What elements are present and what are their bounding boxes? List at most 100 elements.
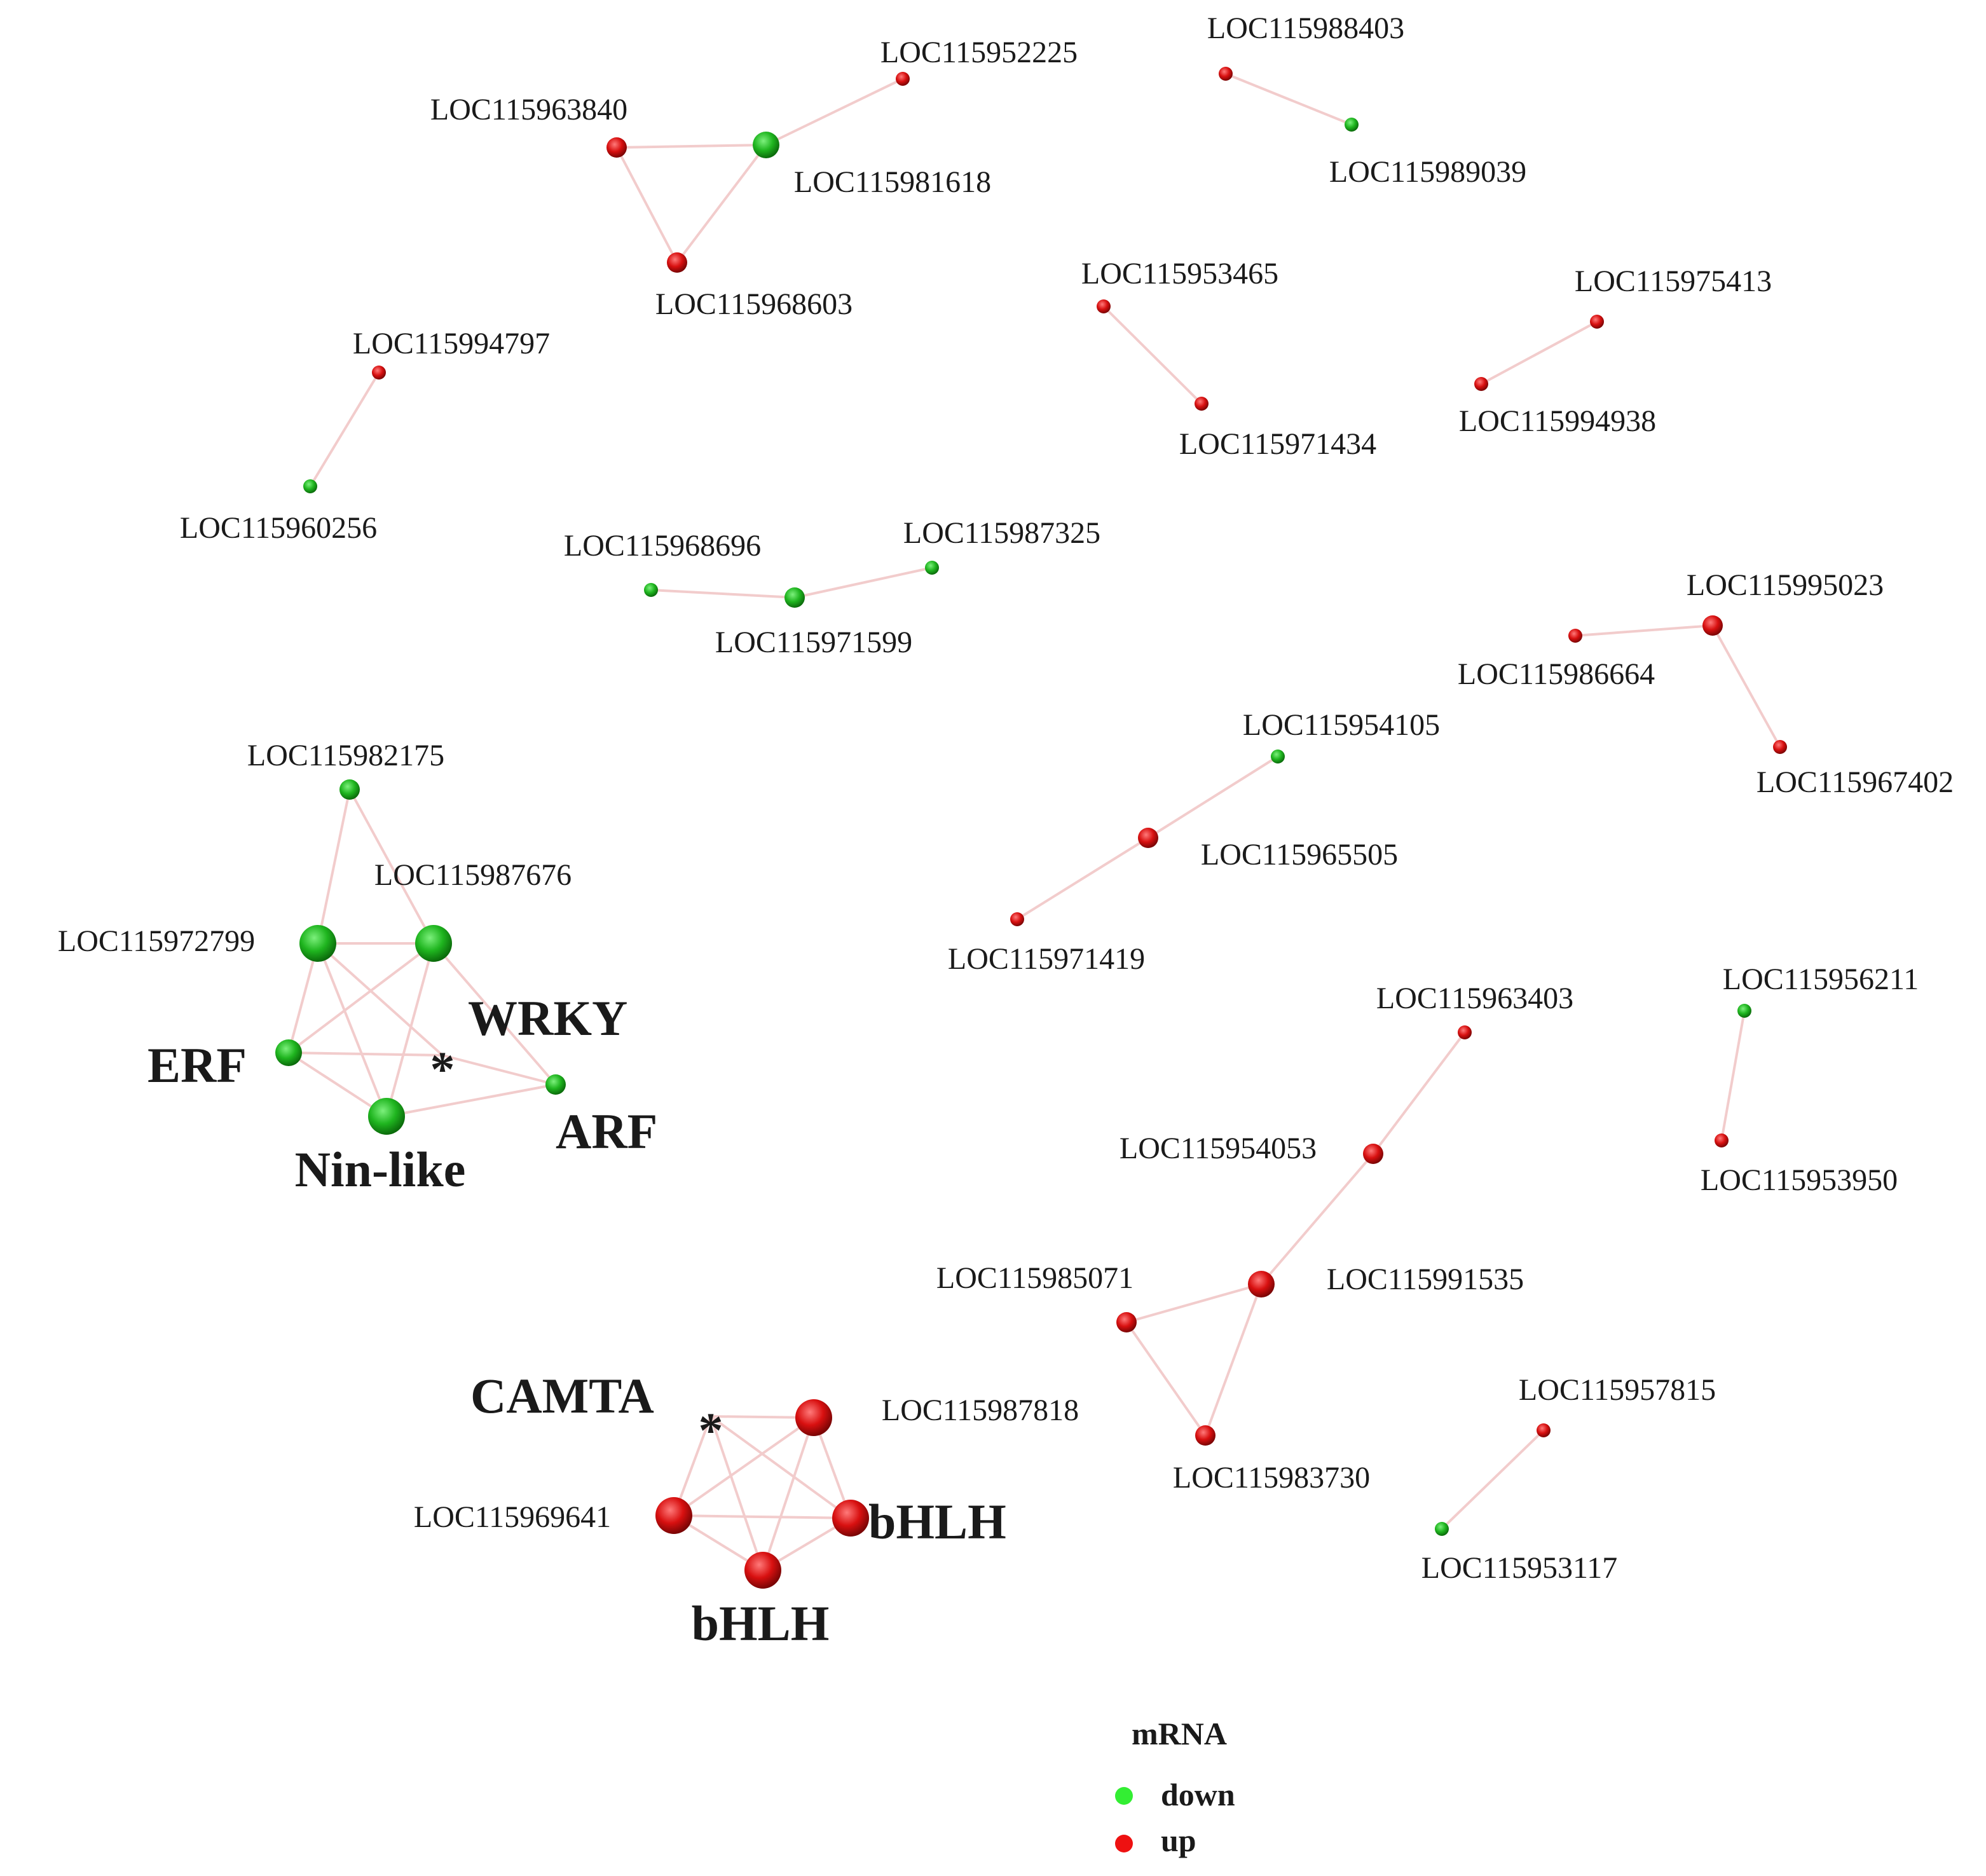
node-up-n39[interactable] — [795, 1399, 832, 1436]
node-up-n5[interactable] — [1219, 67, 1233, 81]
node-down-n27[interactable] — [545, 1074, 566, 1095]
edge-n17-n16 — [1575, 624, 1713, 637]
edge-n25-n26 — [288, 1051, 443, 1057]
edge-n9-n10 — [1102, 305, 1203, 405]
edge-n1-n4 — [615, 147, 678, 263]
node-label: bHLH — [868, 1494, 1006, 1549]
node-up-n41[interactable] — [832, 1500, 869, 1537]
legend: mRNA down up — [1115, 1716, 1235, 1858]
edge-n39-n40 — [673, 1416, 815, 1517]
node-down-n37[interactable] — [1435, 1522, 1449, 1536]
node-label: LOC115967402 — [1757, 765, 1954, 799]
node-down-n34[interactable] — [1737, 1004, 1751, 1018]
node-down-n28[interactable] — [368, 1098, 405, 1135]
edge-n14-n15 — [794, 566, 933, 599]
node-up-n7[interactable] — [372, 366, 386, 380]
node-label: LOC115983730 — [1173, 1461, 1370, 1495]
edge-n22-n23 — [348, 789, 435, 944]
legend-swatch-up — [1115, 1835, 1133, 1852]
node-up-n29[interactable] — [1458, 1025, 1472, 1039]
node-label: LOC115956211 — [1723, 962, 1919, 996]
node-up-n9[interactable] — [1097, 299, 1111, 313]
edge-n2-n3 — [765, 78, 903, 146]
edge-n24-n26 — [317, 942, 444, 1057]
edge-n39-n42 — [762, 1417, 815, 1571]
node-up-n17[interactable] — [1568, 629, 1582, 643]
node-up-n35[interactable] — [1715, 1133, 1729, 1147]
legend-label-down: down — [1161, 1777, 1235, 1812]
node-label: LOC115972799 — [58, 924, 255, 958]
node-label: LOC115965505 — [1201, 838, 1398, 872]
edge-n23-n25 — [287, 942, 435, 1054]
node-down-n24[interactable] — [299, 925, 336, 962]
node-label: LOC115971599 — [715, 626, 912, 659]
node-down-n19[interactable] — [1271, 750, 1285, 763]
node-down-n8[interactable] — [303, 479, 317, 493]
node-up-n40[interactable] — [655, 1497, 692, 1534]
node-down-n2[interactable] — [753, 132, 779, 158]
node-label: LOC115968696 — [564, 529, 761, 563]
legend-title: mRNA — [1132, 1716, 1227, 1751]
node-label: LOC115952225 — [880, 36, 1078, 69]
node-down-n15[interactable] — [925, 561, 939, 575]
node-label: LOC115963403 — [1376, 982, 1573, 1015]
node-label: LOC115953117 — [1421, 1551, 1617, 1585]
node-label: LOC115954105 — [1243, 708, 1440, 742]
node-label: LOC115953950 — [1701, 1163, 1898, 1197]
node-label: LOC115953465 — [1081, 257, 1278, 291]
node-up-n31[interactable] — [1248, 1271, 1275, 1297]
node-label: LOC115968603 — [655, 287, 853, 321]
edge-n24-n28 — [317, 943, 388, 1117]
node-down-n6[interactable] — [1345, 118, 1359, 132]
node-down-n13[interactable] — [644, 583, 658, 597]
edge-n28-n27 — [386, 1083, 556, 1118]
edge-n31-n33 — [1204, 1284, 1263, 1436]
edge-n13-n14 — [650, 589, 795, 599]
edge-n25-n28 — [287, 1051, 388, 1118]
node-up-n20[interactable] — [1138, 828, 1158, 848]
edge-n23-n27 — [432, 942, 557, 1086]
node-up-n11[interactable] — [1590, 315, 1604, 329]
node-up-n36[interactable] — [1537, 1423, 1551, 1437]
node-label: LOC115969641 — [414, 1500, 611, 1534]
node-down-n23[interactable] — [415, 925, 452, 962]
edge-n29-n30 — [1372, 1031, 1466, 1155]
node-up-n18[interactable] — [1773, 740, 1787, 754]
edge-n26-n27 — [442, 1054, 556, 1086]
node-label: LOC115989039 — [1329, 155, 1526, 189]
edge-n30-n31 — [1260, 1153, 1374, 1285]
node-up-n21[interactable] — [1010, 912, 1024, 926]
node-down-n25[interactable] — [275, 1039, 302, 1066]
star-node-camta: * — [699, 1402, 723, 1458]
edge-n24-n25 — [287, 943, 319, 1053]
node-up-n1[interactable] — [606, 137, 627, 158]
node-label: LOC115991535 — [1327, 1263, 1524, 1296]
label-layer: LOC115963840LOC115981618LOC115952225LOC1… — [58, 11, 1954, 1651]
node-label: bHLH — [692, 1596, 830, 1651]
node-up-n33[interactable] — [1195, 1425, 1216, 1446]
star-node-wrky: * — [430, 1041, 455, 1097]
node-label: LOC115971434 — [1179, 427, 1376, 461]
node-up-n42[interactable] — [744, 1552, 781, 1589]
node-down-n22[interactable] — [339, 779, 360, 800]
node-label: LOC115994938 — [1459, 404, 1656, 438]
node-up-n12[interactable] — [1474, 377, 1488, 391]
node-up-n32[interactable] — [1116, 1312, 1137, 1332]
node-up-n4[interactable] — [667, 252, 687, 273]
node-label: LOC115975413 — [1575, 264, 1772, 298]
edge-n38-n42 — [709, 1416, 764, 1571]
node-label: LOC115995023 — [1687, 568, 1884, 602]
node-label: LOC115987676 — [374, 858, 572, 892]
node-label: CAMTA — [470, 1368, 654, 1423]
node-label: LOC115994797 — [353, 327, 550, 360]
edge-n7-n8 — [309, 371, 380, 488]
node-up-n16[interactable] — [1702, 615, 1723, 636]
node-label: LOC115981618 — [794, 165, 991, 199]
node-down-n14[interactable] — [784, 587, 805, 608]
node-up-n30[interactable] — [1363, 1144, 1383, 1164]
legend-swatch-down — [1115, 1787, 1133, 1805]
node-up-n10[interactable] — [1195, 397, 1209, 411]
node-up-n3[interactable] — [896, 72, 910, 86]
edge-n20-n21 — [1016, 837, 1149, 921]
